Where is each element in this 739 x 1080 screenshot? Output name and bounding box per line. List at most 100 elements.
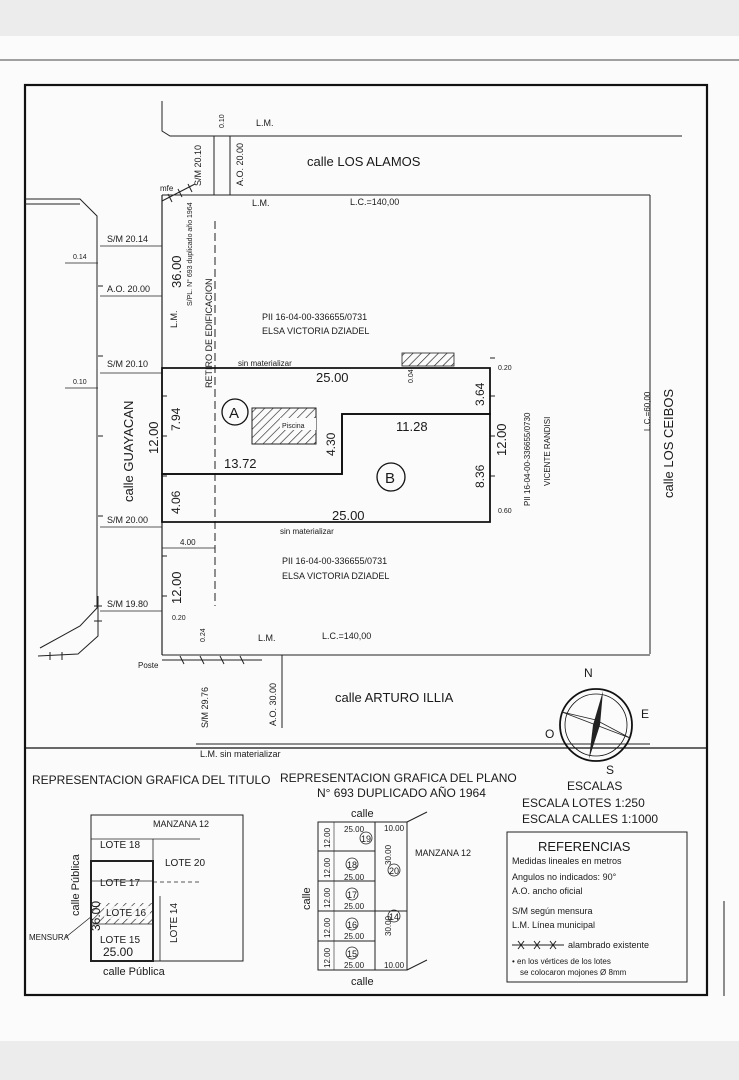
titulo-lote15: LOTE 15 xyxy=(100,935,140,946)
lot-b-letter: B xyxy=(385,470,395,487)
owner-top-name: ELSA VICTORIA DZIADEL xyxy=(262,326,369,336)
lot-b-circle xyxy=(376,462,406,492)
small-010-top: 0.10 xyxy=(219,114,226,128)
sin-mat-top: sin materializar xyxy=(238,359,292,368)
fence-marks xyxy=(37,183,495,665)
small-400: 4.00 xyxy=(180,538,196,547)
dimension-lines xyxy=(65,245,162,612)
ref-3: A.O. ancho oficial xyxy=(512,886,583,896)
d-1372: 13.72 xyxy=(224,456,257,471)
titulo-lote17: LOTE 17 xyxy=(100,878,140,889)
owner-bottom-pii: PII 16-04-00-336655/0731 xyxy=(282,556,387,566)
plano-d25-5: 25.00 xyxy=(344,961,365,970)
titulo-dim-36: 36.00 xyxy=(89,901,103,931)
plano-n14: 14 xyxy=(389,912,399,922)
plano-subheading: N° 693 DUPLICADO AÑO 1964 xyxy=(317,786,486,800)
lote16-label-bg xyxy=(104,906,150,919)
small-024: 0.24 xyxy=(200,628,207,642)
compass-rose xyxy=(559,688,633,762)
small-004: 0.04 xyxy=(408,369,415,383)
compass-s: S xyxy=(606,763,614,777)
plano-d12-3: 12.00 xyxy=(323,887,332,908)
plano-n15: 15 xyxy=(347,949,357,959)
fence-legend-icon xyxy=(512,940,564,950)
mfe-label: mfe xyxy=(160,184,174,193)
d-1200-left: 12.00 xyxy=(146,421,161,454)
d-2500-bottom: 25.00 xyxy=(332,508,365,523)
titulo-lote18: LOTE 18 xyxy=(100,840,140,851)
mensura-pointer xyxy=(65,915,93,938)
plano-d25-3: 25.00 xyxy=(344,902,365,911)
titulo-calle-left: calle Pública xyxy=(70,853,82,916)
titulo-calle-bottom: calle Pública xyxy=(103,966,166,978)
titulo-lote14: LOTE 14 xyxy=(169,903,180,943)
plano-d12-4: 12.00 xyxy=(323,917,332,938)
compass-e: E xyxy=(641,707,649,721)
plano-d10-top: 10.00 xyxy=(384,824,405,833)
plano-d25-4: 25.00 xyxy=(344,932,365,941)
small-060: 0.60 xyxy=(498,508,512,515)
sm-top: S/M 20.10 xyxy=(193,145,203,186)
plano-d12-5: 12.00 xyxy=(323,947,332,968)
lc-top: L.C.=140,00 xyxy=(350,197,399,207)
plano-d30-top: 30.00 xyxy=(384,844,393,865)
plano-n20: 20 xyxy=(389,866,399,876)
poste-label: Poste xyxy=(138,661,159,670)
sm-2010: S/M 20.10 xyxy=(107,359,148,369)
lm-left: L.M. xyxy=(169,310,179,328)
sm-2000: S/M 20.00 xyxy=(107,515,148,525)
plano-calle-left: calle xyxy=(301,887,313,910)
d-2500-top: 25.00 xyxy=(316,370,349,385)
sm-bottom: S/M 29.76 xyxy=(200,687,210,728)
street-ceibos: calle LOS CEIBOS xyxy=(661,389,676,498)
plano-manzana: MANZANA 12 xyxy=(415,848,471,858)
ref-7b: se colocaron mojones Ø 8mm xyxy=(520,968,627,977)
plano-lot-circles xyxy=(345,831,401,960)
d-406: 4.06 xyxy=(169,490,183,514)
dim-3600: 36.00 xyxy=(169,255,184,288)
street-edge-top xyxy=(161,101,682,137)
sin-mat-bottom: sin materializar xyxy=(280,527,334,536)
ref-5: L.M. Línea municipal xyxy=(512,920,595,930)
retiro-label: RETIRO DE EDIFICACION xyxy=(204,278,214,388)
ref-6: alambrado existente xyxy=(568,940,649,950)
ref-2: Angulos no indicados: 90° xyxy=(512,872,617,882)
small-020-right: 0.20 xyxy=(498,365,512,372)
d-836: 8.36 xyxy=(473,464,487,488)
lm-top: L.M. xyxy=(256,118,274,128)
titulo-mensura: MENSURA xyxy=(29,933,70,942)
pool-label: Piscina xyxy=(282,423,305,430)
d-1128: 11.28 xyxy=(396,419,428,434)
plano-d12-1: 12.00 xyxy=(323,827,332,848)
titulo-heading: REPRESENTACION GRAFICA DEL TITULO xyxy=(32,773,271,787)
plano-n16: 16 xyxy=(347,920,357,930)
street-guayacan: calle GUAYACAN xyxy=(121,401,136,502)
lm-mid: L.M. xyxy=(252,198,270,208)
plano-heading: REPRESENTACION GRAFICA DEL PLANO xyxy=(280,771,517,785)
guayacan-edge-left xyxy=(25,198,98,649)
ref-title: REFERENCIAS xyxy=(538,839,631,854)
plano-calle-top: calle xyxy=(351,808,374,820)
lc-right: L.C.=60,00 xyxy=(643,391,652,431)
street-alamos: calle LOS ALAMOS xyxy=(307,154,421,169)
scales-calles: ESCALA CALLES 1:1000 xyxy=(522,812,658,826)
lm-sin-mat: L.M. sin materializar xyxy=(200,749,281,759)
plano-calle-bottom: calle xyxy=(351,976,374,988)
lot-a-letter: A xyxy=(229,405,239,422)
outer-border xyxy=(23,83,709,997)
titulo-lote20: LOTE 20 xyxy=(165,858,205,869)
owner-top-pii: PII 16-04-00-336655/0731 xyxy=(262,312,367,322)
spl-note: S/PL. N° 693 duplicado año 1964 xyxy=(186,202,194,306)
pool-label-bg xyxy=(280,418,316,430)
scales-lotes: ESCALA LOTES 1:250 xyxy=(522,796,645,810)
d-430: 4.30 xyxy=(324,432,338,456)
ref-4: S/M según mensura xyxy=(512,906,593,916)
sm-1980: S/M 19.80 xyxy=(107,599,148,609)
lot-a-circle xyxy=(221,398,249,426)
small-010-left: 0.10 xyxy=(73,379,87,386)
hatched-notch xyxy=(401,352,455,367)
compass-n: N xyxy=(584,666,593,680)
plano-d12-2: 12.00 xyxy=(323,857,332,878)
plano-d30-bottom: 30.00 xyxy=(384,915,393,936)
d-794: 7.94 xyxy=(169,407,183,431)
